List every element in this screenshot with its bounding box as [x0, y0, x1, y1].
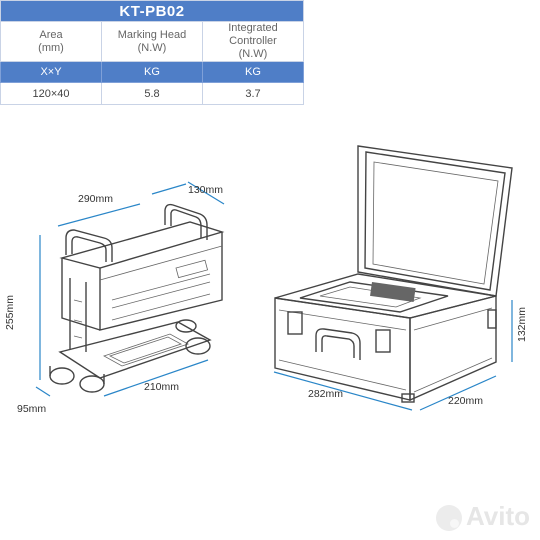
value-area: 120×40	[0, 82, 102, 105]
header-marking-head-label: Marking Head (N.W)	[117, 28, 187, 54]
avito-logo-icon	[435, 505, 462, 532]
dim-base-depth: 95mm	[17, 403, 46, 415]
dim-head-depth: 130mm	[188, 184, 223, 196]
dimension-lines	[35, 181, 513, 411]
header-area-label: Area (mm)	[38, 28, 64, 54]
spec-table: KT-PB02 Area (mm) Marking Head (N.W) Int…	[0, 0, 304, 105]
header-controller-label: Integrated Controller (N.W)	[228, 22, 278, 60]
unit-area: X×Y	[0, 61, 102, 83]
controller-case-illustration	[274, 145, 513, 403]
dim-head-width: 290mm	[78, 193, 113, 205]
dim-case-height: 132mm	[516, 307, 528, 342]
unit-marking-head: KG	[101, 61, 203, 83]
dim-head-height: 255mm	[4, 295, 16, 330]
value-controller: 3.7	[202, 82, 304, 105]
dim-case-depth: 220mm	[448, 395, 483, 407]
value-marking-head: 5.8	[101, 82, 203, 105]
header-controller: Integrated Controller (N.W)	[202, 21, 304, 62]
watermark-text: Avito	[465, 501, 530, 531]
dim-case-width: 282mm	[308, 388, 343, 400]
avito-watermark: Avito	[435, 501, 530, 532]
header-marking-head: Marking Head (N.W)	[101, 21, 203, 62]
marking-head-illustration	[49, 203, 225, 393]
table-title: KT-PB02	[0, 0, 304, 22]
header-area: Area (mm)	[0, 21, 102, 62]
dim-base-width: 210mm	[144, 381, 179, 393]
unit-controller: KG	[202, 61, 304, 83]
